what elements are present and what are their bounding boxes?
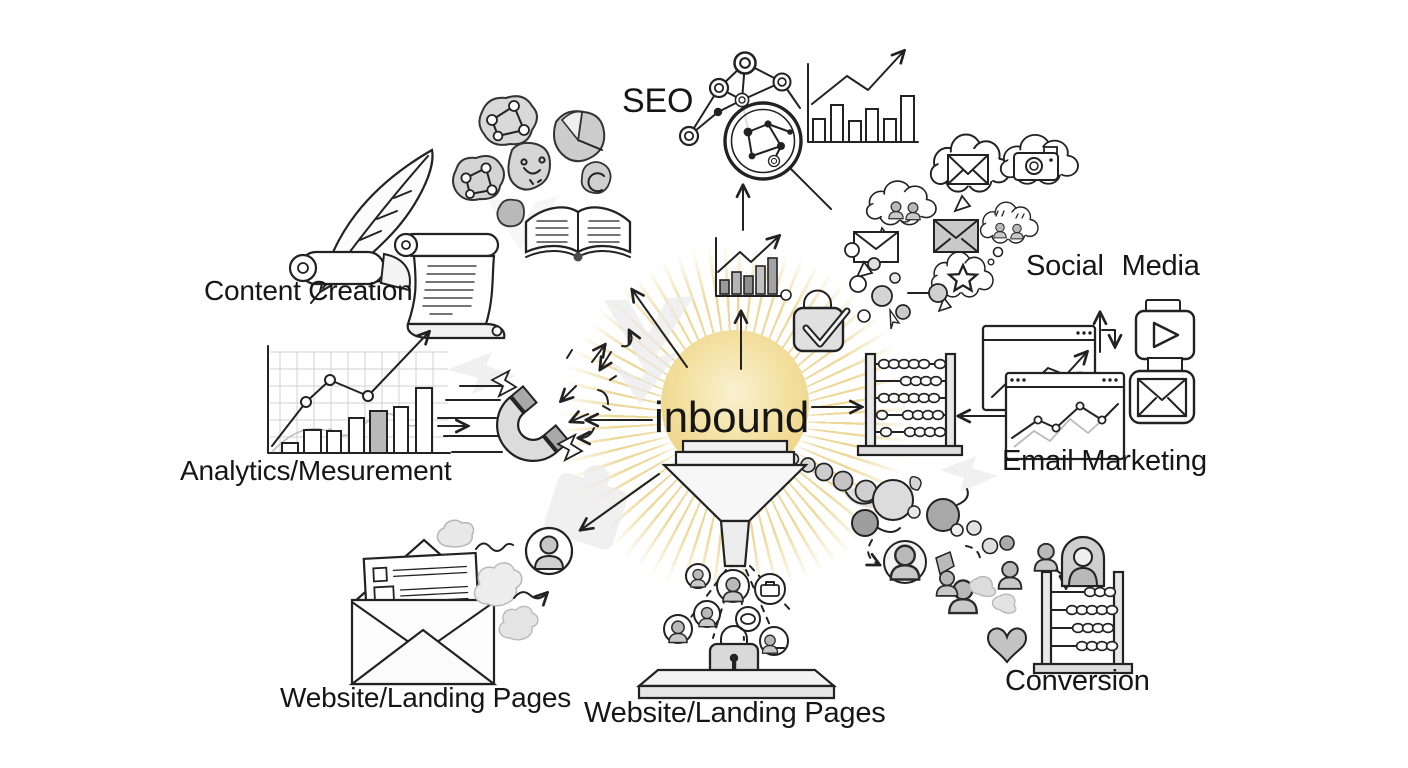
social-media-bubbles bbox=[844, 133, 1079, 330]
padlock-check-icon bbox=[780, 289, 851, 353]
squiggle-arrows bbox=[475, 542, 546, 598]
idea-blobs-icon bbox=[452, 95, 612, 228]
browser-chart-window-icon bbox=[1004, 371, 1126, 461]
platform-icon bbox=[635, 668, 838, 700]
seo-bar-chart-icon bbox=[807, 52, 919, 143]
open-book-icon bbox=[524, 206, 632, 262]
funnel-icon bbox=[661, 439, 809, 568]
cloud-icon bbox=[436, 519, 539, 641]
label-analytics-mesurement: Analytics/Mesurement bbox=[180, 455, 452, 486]
thought-bubble-star-icon bbox=[930, 251, 994, 313]
scroll-icon bbox=[288, 250, 411, 292]
social-bubble-dots bbox=[844, 242, 948, 330]
thought-bubble-chat-icon bbox=[979, 201, 1039, 266]
heart-icon bbox=[986, 627, 1028, 664]
center-label: inbound bbox=[654, 393, 810, 442]
label-conversion: Conversion bbox=[1005, 665, 1150, 697]
tall-scroll-icon bbox=[393, 232, 506, 340]
conversion-abacus-icon bbox=[1032, 570, 1134, 675]
elbow-arrows bbox=[1100, 314, 1115, 353]
email-abacus-icon bbox=[856, 352, 964, 457]
envelope-app-icon bbox=[1128, 369, 1196, 425]
funnel-output-leads-icon bbox=[635, 563, 838, 700]
analytics-chart-icon bbox=[267, 333, 466, 454]
flow-arrows bbox=[582, 187, 1007, 529]
thought-bubble-envelope-icon bbox=[929, 133, 1012, 213]
label-social-media: Social Media bbox=[1026, 250, 1200, 282]
magnet-icon bbox=[437, 332, 632, 462]
thought-bubble-camera-icon bbox=[999, 133, 1079, 185]
person-badge-icon bbox=[1060, 535, 1106, 588]
mini-bar-chart-icon bbox=[715, 237, 783, 297]
video-player-icon bbox=[1134, 299, 1196, 373]
open-envelope-letter-icon bbox=[348, 538, 498, 686]
lead-stream-icon bbox=[786, 452, 1067, 615]
label-content-creation: Content Creation bbox=[204, 275, 413, 306]
gray-envelope-icon bbox=[933, 219, 979, 253]
label-website-landing-pages-center: Website/Landing Pages bbox=[584, 697, 886, 729]
label-seo: SEO bbox=[622, 82, 694, 120]
visitor-avatar-icon bbox=[524, 526, 574, 576]
seo-network-magnifier-icon bbox=[678, 51, 832, 210]
label-website-landing-pages-left: Website/Landing Pages bbox=[280, 682, 572, 713]
label-email-marketing: Email Marketing bbox=[1002, 445, 1207, 477]
